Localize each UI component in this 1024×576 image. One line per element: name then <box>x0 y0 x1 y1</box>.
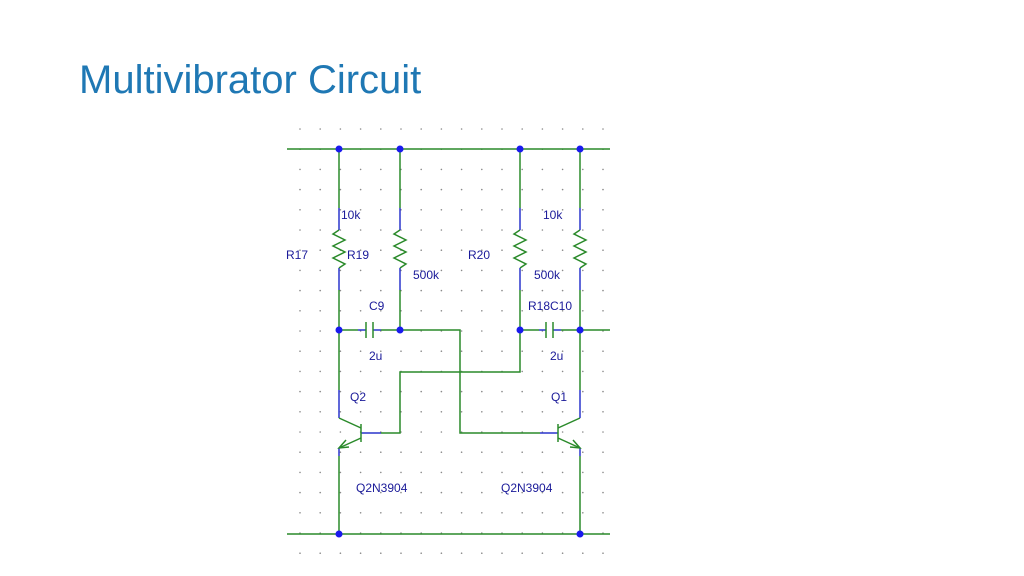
c10-ref: C10 <box>550 299 572 313</box>
resistor-r20 <box>512 229 528 269</box>
capacitor-c10 <box>545 322 554 338</box>
component-labels: 10k R17 R19 500k R20 500k 10k R18 C9 2u … <box>286 208 572 495</box>
slide-title: Multivibrator Circuit <box>79 58 422 102</box>
r20-ref: R20 <box>468 248 490 262</box>
junction-nodes <box>335 145 584 538</box>
q2-model: Q2N3904 <box>356 481 408 495</box>
c9-ref: C9 <box>369 299 385 313</box>
resistor-r18 <box>572 229 588 269</box>
q1-model: Q2N3904 <box>501 481 553 495</box>
r18-ref: R18 <box>528 299 550 313</box>
q1-ref: Q1 <box>551 390 567 404</box>
schematic-grid <box>299 128 604 554</box>
transistor-q2 <box>337 417 362 449</box>
transistor-q1 <box>557 417 582 449</box>
resistor-r17 <box>331 229 347 269</box>
capacitor-c9 <box>365 322 374 338</box>
r17-value: 10k <box>341 208 361 222</box>
r20-value: 500k <box>534 268 561 282</box>
resistor-r19 <box>392 229 408 269</box>
r19-ref: R19 <box>347 248 369 262</box>
r17-ref: R17 <box>286 248 308 262</box>
c9-value: 2u <box>369 349 382 363</box>
r19-value: 500k <box>413 268 440 282</box>
q2-ref: Q2 <box>350 390 366 404</box>
wires <box>287 148 610 535</box>
c10-value: 2u <box>550 349 563 363</box>
r18-value: 10k <box>543 208 563 222</box>
